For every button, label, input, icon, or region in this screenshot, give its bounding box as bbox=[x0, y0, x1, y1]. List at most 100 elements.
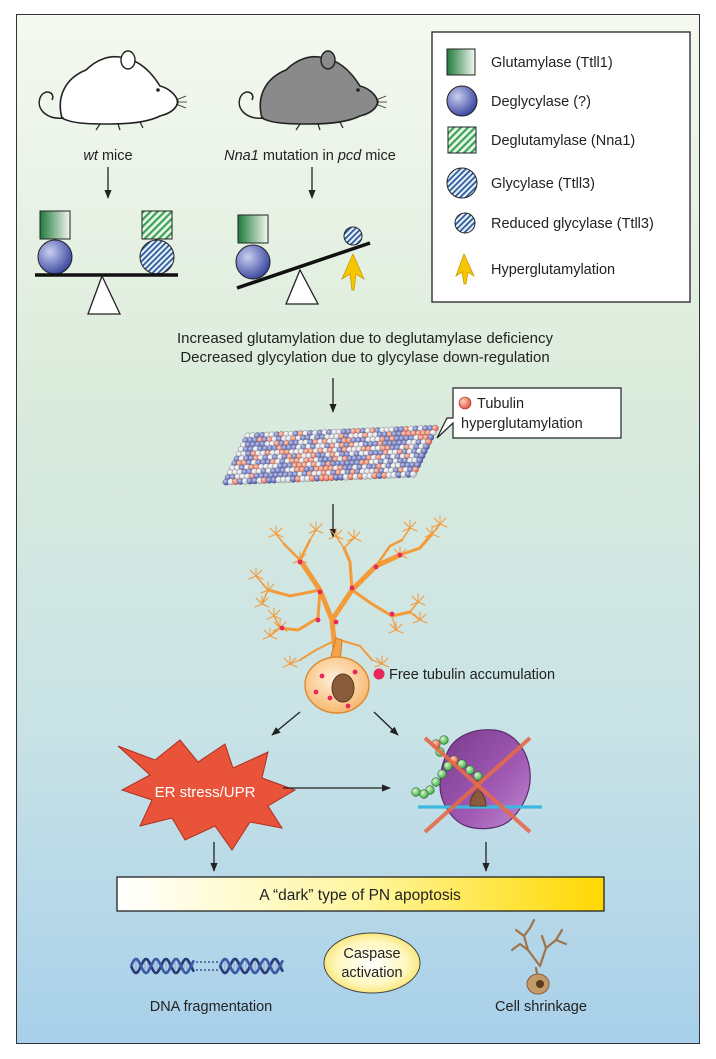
purkinje-neuron bbox=[248, 515, 448, 714]
free-tubulin-dots bbox=[279, 552, 403, 709]
dendrite-twig bbox=[412, 619, 421, 624]
dendrite-twig bbox=[262, 635, 271, 640]
dendrite-twig bbox=[272, 627, 281, 632]
free-tubulin-dot bbox=[297, 559, 303, 565]
free-tubulin-dot bbox=[315, 617, 321, 623]
peptide-bead bbox=[431, 777, 441, 787]
dendrite-twig bbox=[431, 533, 440, 538]
dendrite-twig bbox=[409, 527, 418, 532]
wt-balance-seesaw bbox=[35, 210, 178, 315]
caspase-activation-ellipse bbox=[323, 932, 421, 994]
wt-glycylase-circle bbox=[139, 239, 175, 275]
dendrite-twig bbox=[409, 521, 417, 529]
peptide-bead bbox=[457, 759, 467, 769]
dendrite-twig bbox=[260, 589, 269, 594]
dendrite-branch bbox=[350, 588, 412, 618]
dendrite-twig bbox=[381, 663, 390, 668]
deglutamylase-hatched-square-icon bbox=[447, 126, 477, 154]
dendrite-twig bbox=[346, 537, 355, 542]
glycylase-hatched-circle-icon bbox=[446, 167, 478, 199]
neuron-dendrites bbox=[248, 515, 448, 668]
er-stress-starburst bbox=[117, 739, 297, 851]
legend-label-glutamylase: Glutamylase (Ttll1) bbox=[491, 55, 613, 71]
peptide-bead bbox=[419, 789, 429, 799]
dendrite-twig bbox=[282, 663, 291, 668]
peptide-bead bbox=[439, 735, 449, 745]
callout-line-1: Tubulin bbox=[477, 396, 524, 412]
hyperglutamylated-tubulin-icon bbox=[458, 396, 472, 410]
neuron-nucleus bbox=[331, 673, 355, 703]
dendrite-twig bbox=[273, 609, 281, 617]
free-tubulin-dot bbox=[317, 589, 323, 595]
apoptosis-bar bbox=[116, 876, 605, 912]
pcd-seesaw-beam bbox=[236, 241, 371, 290]
hyperglutamylation-arrow-icon bbox=[455, 252, 475, 285]
dendrite-twig bbox=[267, 609, 275, 617]
dna-fragmentation-label: DNA fragmentation bbox=[150, 999, 273, 1015]
dendrite-branch bbox=[278, 588, 322, 632]
deglycylase-circle-icon bbox=[446, 85, 478, 117]
dendrite-twig bbox=[411, 595, 419, 603]
dendrite-twig bbox=[299, 553, 307, 561]
dna-strand bbox=[129, 957, 196, 975]
dendrite-branch bbox=[289, 615, 397, 665]
dendrite-twig bbox=[432, 523, 441, 528]
dendrite-branch bbox=[374, 538, 404, 568]
cell-shrinkage-label: Cell shrinkage bbox=[495, 999, 587, 1015]
shrunken-cell-icon bbox=[510, 918, 568, 995]
dendrite-twig bbox=[263, 629, 271, 637]
arrow-to-er-stress bbox=[271, 711, 301, 736]
dendrite-branch bbox=[299, 639, 337, 661]
dendrite-twig bbox=[267, 589, 276, 594]
dendrite-twig bbox=[395, 623, 403, 631]
dendrite-twig bbox=[335, 529, 343, 537]
caspase-label-line-2: activation bbox=[341, 965, 402, 981]
dendrite-twig bbox=[417, 601, 426, 606]
dendrite-twig bbox=[293, 553, 301, 561]
free-tubulin-dot bbox=[389, 611, 395, 617]
dendrite-twig bbox=[315, 529, 324, 534]
dendrite-twig bbox=[374, 663, 383, 668]
dendrite-twig bbox=[395, 629, 404, 634]
tubulin-callout: Tubulin hyperglutamylation bbox=[436, 387, 622, 439]
dendrite-twig bbox=[328, 535, 337, 540]
dendrite-twig bbox=[410, 601, 419, 606]
dendrite-twig bbox=[353, 531, 361, 539]
summary-line-2: Decreased glycylation due to glycylase d… bbox=[180, 349, 549, 366]
legend: Glutamylase (Ttll1) Deglycylase (?) Degl… bbox=[431, 31, 691, 303]
dendrite-twig bbox=[329, 529, 337, 537]
pcd-hyperglutamylation-arrow-icon bbox=[341, 253, 365, 291]
pcd-glutamylase-square bbox=[237, 214, 269, 244]
free-tubulin-label: Free tubulin accumulation bbox=[389, 667, 555, 683]
dendrite-twig bbox=[249, 569, 257, 577]
free-tubulin-dot bbox=[313, 689, 319, 695]
legend-label-reduced-glycylase: Reduced glycylase (Ttll3) bbox=[491, 216, 654, 232]
dendrite-twig bbox=[261, 583, 269, 591]
dendrite-branch bbox=[398, 532, 434, 557]
dendrite-twig bbox=[261, 597, 269, 605]
dendrite-twig bbox=[273, 621, 281, 629]
dendrite-twig bbox=[419, 619, 428, 624]
dendrite-twig bbox=[425, 527, 433, 535]
dendrite-twig bbox=[254, 603, 263, 608]
dendrite-twig bbox=[388, 629, 397, 634]
legend-label-deglutamylase: Deglutamylase (Nna1) bbox=[491, 133, 635, 149]
dendrite-twig bbox=[417, 595, 425, 603]
callout-line-2: hyperglutamylation bbox=[461, 416, 583, 432]
wt-mice-label: wt mice bbox=[83, 148, 132, 164]
legend-label-hyperglutamylation: Hyperglutamylation bbox=[491, 262, 615, 278]
dendrite-branch bbox=[269, 601, 421, 637]
dendrite-twig bbox=[433, 517, 441, 525]
dendrite-twig bbox=[267, 583, 275, 591]
callout-bubble bbox=[436, 387, 622, 439]
wt-seesaw-fulcrum bbox=[87, 274, 122, 315]
dendrite-twig bbox=[315, 523, 323, 531]
pcd-deglycylase-circle bbox=[235, 244, 271, 280]
dendrite-twig bbox=[309, 523, 317, 531]
free-tubulin-dot bbox=[345, 703, 351, 709]
dendrite-twig bbox=[273, 615, 282, 620]
summary-line-1: Increased glutamylation due to deglutamy… bbox=[177, 330, 554, 347]
dendrite-twig bbox=[402, 527, 411, 532]
free-tubulin-dot bbox=[327, 695, 333, 701]
dendrite-twig bbox=[403, 521, 411, 529]
